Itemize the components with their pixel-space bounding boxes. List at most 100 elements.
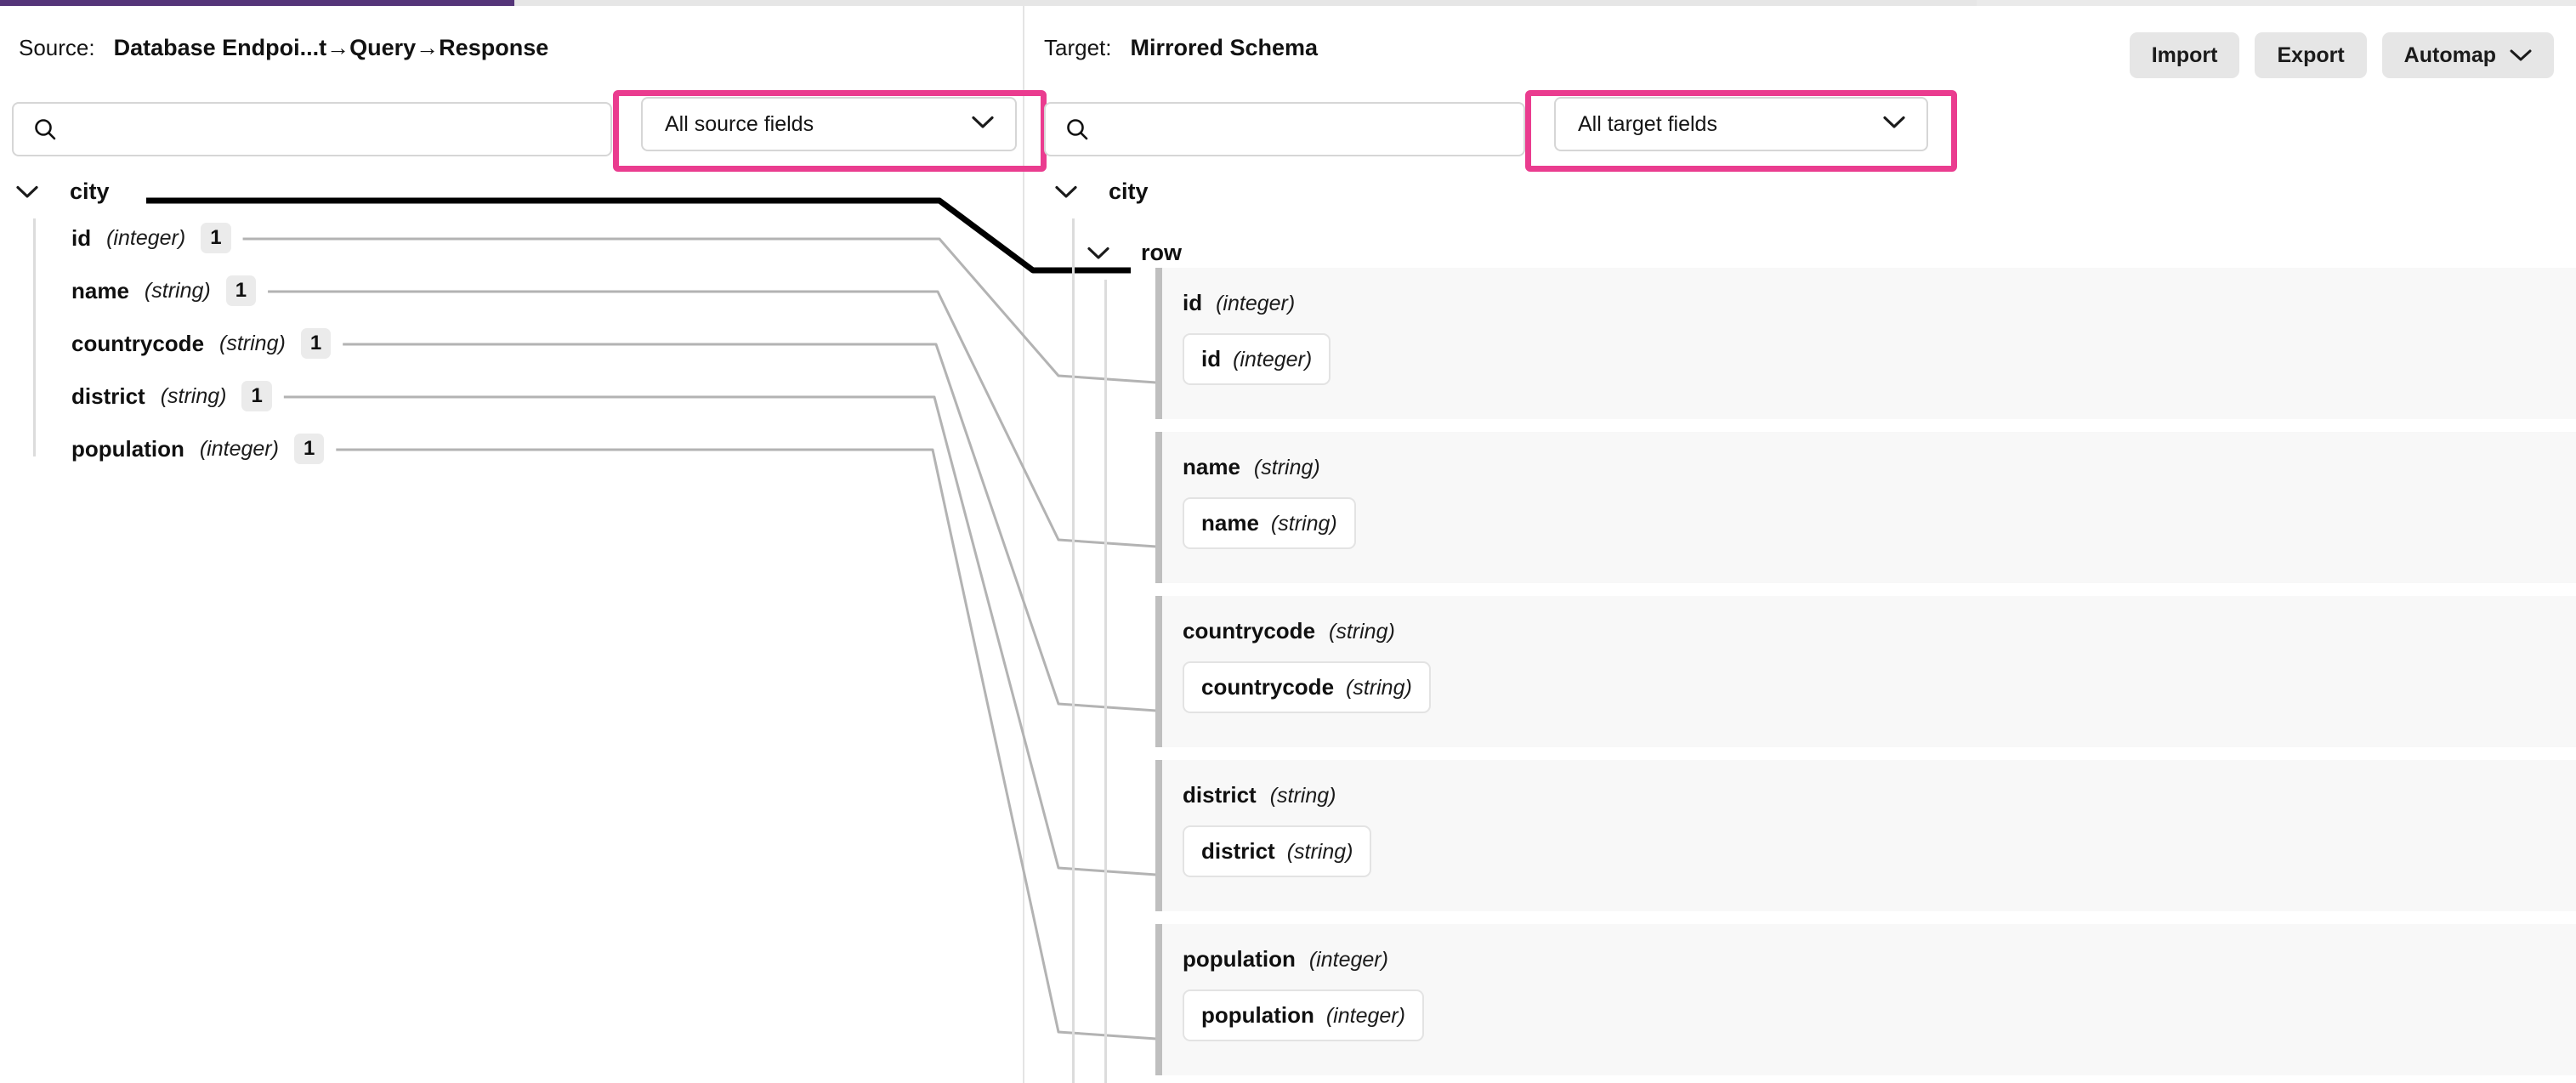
progress-bar-track-right [1977,0,2576,6]
chevron-down-icon [2510,48,2532,62]
source-field-row[interactable]: district (string) 1 [71,381,272,411]
target-chip-name: name [1201,510,1259,536]
source-field-type: (integer) [199,436,279,461]
target-chip-type: (string) [1346,676,1412,700]
target-group-header: district (string) [1162,760,2576,808]
target-group-header: population (integer) [1162,924,2576,972]
source-search-field[interactable] [71,116,505,142]
source-field-type: (integer) [106,225,186,250]
source-root-city[interactable]: city [15,174,110,208]
source-label: Source: [19,34,95,60]
target-group-name: population [1183,946,1296,972]
progress-bar-track [0,0,1977,6]
chevron-down-icon[interactable] [15,184,39,199]
target-group-type: (string) [1253,456,1320,479]
source-field-count-badge: 1 [293,434,325,464]
progress-bar-fill [0,0,514,6]
target-chip-name: district [1201,838,1275,864]
source-field-row[interactable]: population (integer) 1 [71,434,325,464]
source-field-row[interactable]: name (string) 1 [71,275,257,306]
target-node-row[interactable]: row [1087,235,1182,269]
target-mapped-chip[interactable]: name (string) [1183,497,1356,549]
source-field-name: district [71,383,145,409]
mapping-link [242,237,1157,384]
target-search-field[interactable] [1104,116,1448,142]
mapping-link [343,343,1157,712]
target-field-group[interactable]: countrycode (string) countrycode (string) [1155,596,2576,747]
target-chip-name: countrycode [1201,674,1335,700]
target-field-group[interactable]: population (integer) population (integer) [1155,924,2576,1075]
target-chip-type: (integer) [1233,348,1313,371]
panel-divider [1023,6,1024,1083]
target-group-type: (string) [1269,784,1336,808]
target-mapped-chip[interactable]: population (integer) [1183,989,1424,1041]
import-button[interactable]: Import [2129,32,2240,78]
target-node-row-label: row [1141,239,1183,265]
source-root-label: city [70,178,110,204]
target-label: Target: [1044,34,1112,60]
target-search-input[interactable] [1044,102,1525,156]
source-field-name: population [71,435,184,462]
target-group-type: (integer) [1216,292,1296,315]
source-filter-select[interactable]: All source fields [641,97,1017,151]
target-group-type: (integer) [1308,948,1388,972]
automap-button[interactable]: Automap [2381,32,2554,78]
target-group-header: id (integer) [1162,268,2576,316]
target-header: Target: Mirrored Schema [1044,31,1318,65]
target-chip-type: (string) [1286,840,1353,864]
chevron-down-icon[interactable] [1087,246,1110,260]
source-field-name: countrycode [71,330,205,356]
mapping-link [283,395,1157,876]
automap-button-label: Automap [2403,43,2496,67]
target-field-group[interactable]: id (integer) id (integer) [1155,268,2576,419]
target-tree-guide-level2 [1104,280,1107,1083]
target-filter-value: All target fields [1578,111,1717,136]
target-mapped-chip[interactable]: countrycode (string) [1183,661,1431,713]
target-root-city[interactable]: city [1054,174,1149,208]
target-field-group[interactable]: name(string)name(string) [1155,432,2576,583]
target-chip-type: (integer) [1325,1004,1405,1028]
target-tree-guide-level1 [1072,218,1075,1083]
source-field-type: (string) [144,278,211,303]
source-filter-value: All source fields [665,111,814,136]
export-button[interactable]: Export [2255,32,2367,78]
target-field-group[interactable]: district (string) district (string) [1155,760,2576,911]
chevron-down-icon [1882,115,1906,133]
search-icon [1064,116,1090,142]
source-header: Source: Database Endpoi...t→Query→Respon… [19,31,548,65]
chevron-down-icon [971,115,995,133]
source-field-type: (string) [160,383,227,408]
source-field-count-badge: 1 [201,223,231,253]
target-group-header: countrycode (string) [1162,596,2576,644]
target-chip-type: (string) [1270,512,1337,536]
toolbar: Import Export Automap [2129,32,2554,78]
target-chip-name: id [1201,346,1222,371]
source-field-name: name [71,277,129,303]
target-mapped-chip[interactable]: id (integer) [1183,333,1331,385]
source-search-input[interactable] [12,102,612,156]
source-field-row[interactable]: id (integer) 1 [71,223,231,253]
source-field-count-badge: 1 [300,328,332,359]
chevron-down-icon[interactable] [1054,184,1078,199]
source-field-name: id [71,224,92,251]
target-title: Mirrored Schema [1130,34,1319,60]
target-group-type: (string) [1329,620,1395,644]
source-field-type: (string) [219,331,286,355]
target-group-name: id [1183,290,1203,315]
export-button-label: Export [2277,43,2345,67]
target-mapped-chip[interactable]: district (string) [1183,825,1372,877]
import-button-label: Import [2151,43,2218,67]
target-group-name: district [1183,782,1257,808]
target-chip-name: population [1201,1002,1314,1028]
mapping-link [336,448,1157,1040]
target-group-header: name(string) [1162,432,2576,480]
source-field-count-badge: 1 [241,381,272,411]
target-root-label: city [1109,178,1149,204]
target-group-name: countrycode [1183,618,1316,644]
source-field-count-badge: 1 [225,275,257,306]
target-filter-select[interactable]: All target fields [1554,97,1928,151]
search-icon [32,116,58,142]
source-field-row[interactable]: countrycode (string) 1 [71,328,332,359]
source-tree-guide [33,218,36,456]
